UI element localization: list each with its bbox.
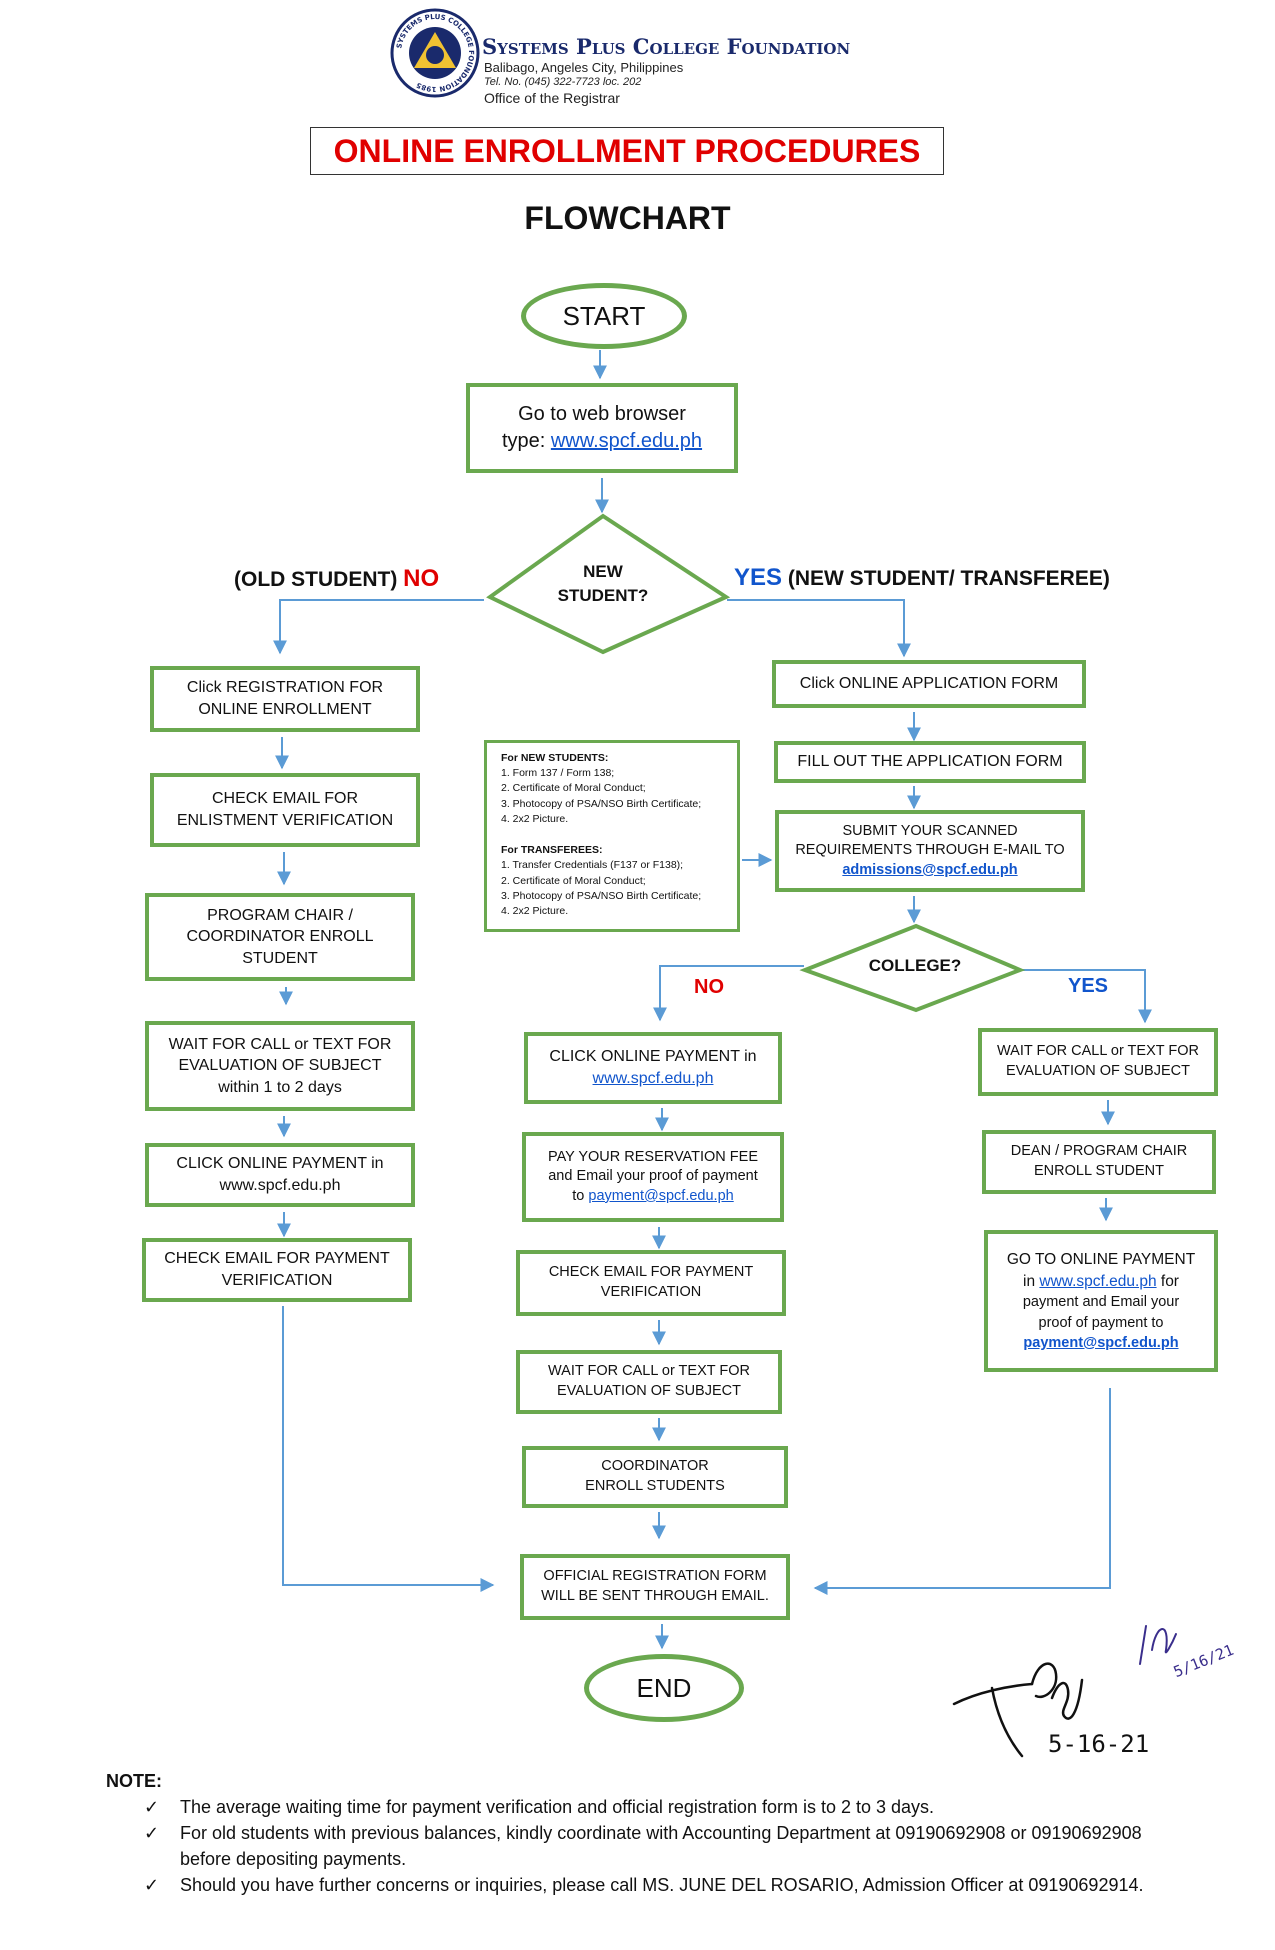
transferee-req-item: 1. Transfer Credentials (F137 or F138); <box>501 859 684 872</box>
arrow-college-no <box>653 965 804 1022</box>
college-seal: SYSTEMS PLUS COLLEGE FOUNDATION 1985 <box>390 8 480 98</box>
arrow-decision-old <box>273 599 484 655</box>
arrow-decision-new <box>727 599 911 658</box>
transferees-req-title: For TRANSFEREES: <box>501 844 603 857</box>
branch-old-label: (OLD STUDENT) NO <box>234 565 440 592</box>
check-icon: ✓ <box>144 1823 160 1844</box>
college-yes-label: YES <box>1068 975 1109 997</box>
start-terminal: START <box>521 283 687 349</box>
new-students-req-title: For NEW STUDENTS: <box>501 752 609 764</box>
arrow-college-to-final <box>813 1388 1111 1595</box>
page-title-text: ONLINE ENROLLMENT PROCEDURES <box>333 132 921 169</box>
note-title: NOTE: <box>106 1771 162 1791</box>
admissions-email-link[interactable]: admissions@spcf.edu.ph <box>842 861 1018 878</box>
handwritten-signature: 5-16-21 <box>952 1662 1149 1758</box>
spcf-payment-link[interactable]: www.spcf.edu.ph <box>592 1070 714 1087</box>
end-terminal: END <box>584 1654 744 1722</box>
spcf-website-link[interactable]: www.spcf.edu.ph <box>550 430 703 452</box>
payment-email-college-link[interactable]: payment@spcf.edu.ph <box>1023 1334 1179 1351</box>
college-name: Systems Plus College Foundation <box>482 34 851 59</box>
transferee-req-item: 3. Photocopy of PSA/NSO Birth Certificat… <box>501 889 702 902</box>
page-title: ONLINE ENROLLMENT PROCEDURES <box>310 127 944 175</box>
new-req-item: 4. 2x2 Picture. <box>501 812 569 825</box>
arrow-old-to-final <box>282 1306 495 1592</box>
requirements-box: For NEW STUDENTS: 1. Form 137 / Form 138… <box>484 740 740 932</box>
new-req-item: 3. Photocopy of PSA/NSO Birth Certificat… <box>501 797 702 810</box>
new-req-item: 1. Form 137 / Form 138; <box>501 767 615 780</box>
college-address: Balibago, Angeles City, Philippines <box>484 60 684 75</box>
new-student-question: NEW STUDENT? <box>557 562 649 605</box>
college-no-label: NO <box>694 976 724 998</box>
transferee-req-item: 4. 2x2 Picture. <box>501 904 569 917</box>
transferee-req-item: 2. Certificate of Moral Conduct; <box>501 874 646 887</box>
registrar-office: Office of the Registrar <box>484 90 620 106</box>
new-step-application-form: Click ONLINE APPLICATION FORM <box>772 660 1086 708</box>
note-item: ✓The average waiting time for payment ve… <box>106 1794 1186 1820</box>
note-item: ✓Should you have further concerns or inq… <box>106 1872 1186 1898</box>
notes-section: NOTE: ✓The average waiting time for paym… <box>106 1768 1186 1898</box>
payment-email-link[interactable]: payment@spcf.edu.ph <box>588 1187 734 1204</box>
note-item: ✓For old students with previous balances… <box>106 1820 1186 1872</box>
svg-text:5/16/21: 5/16/21 <box>1171 1641 1236 1681</box>
svg-text:5-16-21: 5-16-21 <box>1048 1730 1149 1758</box>
browser-step-line1: Go to web browser <box>518 403 686 425</box>
new-req-item: 2. Certificate of Moral Conduct; <box>501 782 646 795</box>
browser-step-prefix: type: <box>501 430 551 452</box>
col-step-online-payment: GO TO ONLINE PAYMENT in www.spcf.edu.ph … <box>984 1230 1218 1372</box>
spcf-college-link[interactable]: www.spcf.edu.ph <box>1039 1272 1157 1290</box>
branch-new-label: YES (NEW STUDENT/ TRANSFEREE) <box>734 564 1110 591</box>
college-tel: Tel. No. (045) 322-7723 loc. 202 <box>484 76 642 88</box>
college-question: COLLEGE? <box>868 956 962 975</box>
branch-new-answer: YES <box>734 564 783 591</box>
initial-signature: 5/16/21 <box>1139 1625 1236 1681</box>
flowchart-subtitle: FLOWCHART <box>524 200 731 236</box>
new-step-fill-out: FILL OUT THE APPLICATION FORM <box>774 741 1086 783</box>
check-icon: ✓ <box>144 1797 160 1818</box>
browser-step: Go to web browser type: www.spcf.edu.ph <box>466 383 738 473</box>
branch-old-answer: NO <box>403 565 440 592</box>
check-icon: ✓ <box>144 1875 160 1896</box>
